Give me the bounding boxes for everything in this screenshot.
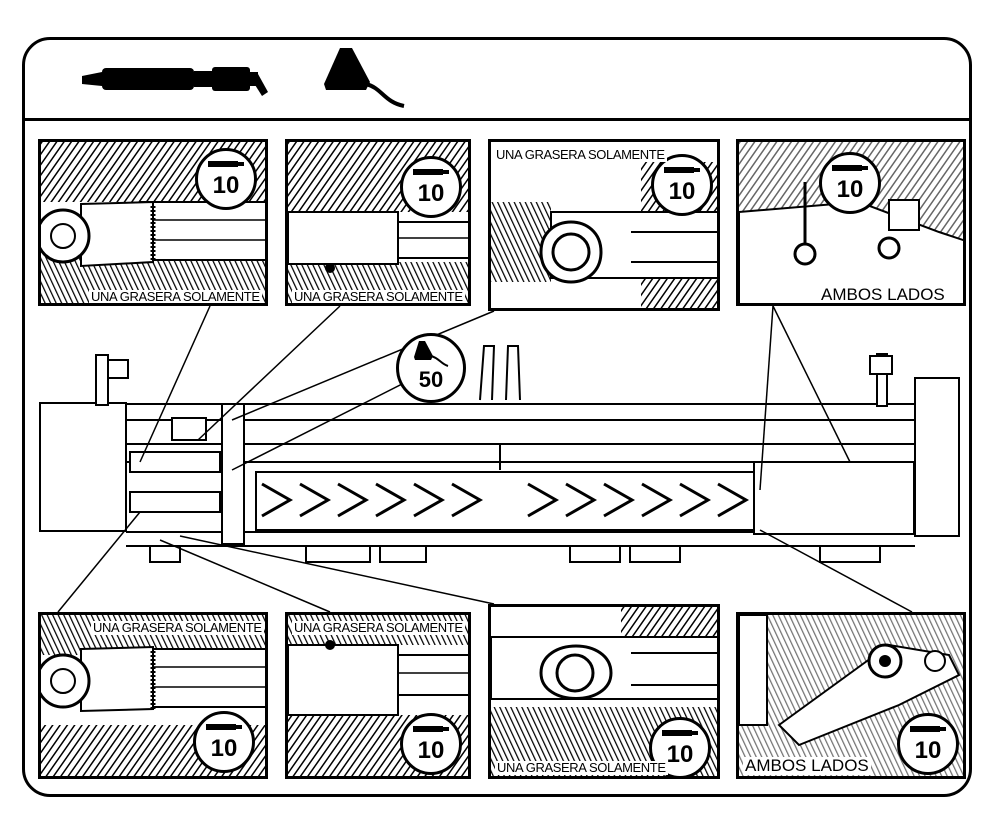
detail-panel-top-1: 10 UNA GRASERA SOLAMENTE bbox=[38, 139, 268, 306]
panel-caption: UNA GRASERA SOLAMENTE bbox=[89, 289, 262, 304]
grease-gun-icon bbox=[832, 165, 868, 171]
oil-can-icon bbox=[414, 341, 449, 367]
oil-can-icon bbox=[324, 48, 405, 108]
lubrication-chart-frame bbox=[22, 37, 972, 797]
oil-interval-hours: 50 bbox=[418, 367, 444, 392]
interval-hours: 10 bbox=[417, 180, 445, 207]
panel-caption: UNA GRASERA SOLAMENTE bbox=[292, 289, 465, 304]
interval-hours: 10 bbox=[417, 737, 445, 764]
grease-gun-icon bbox=[208, 161, 244, 167]
interval-badge: 10 bbox=[897, 713, 959, 775]
grease-gun-icon bbox=[664, 167, 700, 173]
detail-panel-top-2: 10 UNA GRASERA SOLAMENTE bbox=[285, 139, 471, 306]
grease-gun-icon bbox=[413, 169, 449, 175]
grease-gun-icon bbox=[413, 726, 449, 732]
interval-badge: 10 bbox=[400, 713, 462, 775]
interval-hours: 10 bbox=[914, 737, 942, 764]
detail-panel-top-3: 10 UNA GRASERA SOLAMENTE bbox=[488, 139, 720, 311]
detail-panel-top-4: 10 AMBOS LADOS bbox=[736, 139, 966, 306]
driveshaft-drawing bbox=[288, 142, 468, 303]
interval-hours: 10 bbox=[666, 741, 694, 768]
panel-caption: UNA GRASERA SOLAMENTE bbox=[495, 760, 668, 775]
panel-caption: UNA GRASERA SOLAMENTE bbox=[494, 147, 667, 162]
header-divider bbox=[22, 118, 972, 121]
interval-badge: 10 bbox=[400, 156, 462, 218]
grease-gun-icon bbox=[82, 67, 268, 96]
detail-panel-bottom-1: 10 UNA GRASERA SOLAMENTE bbox=[38, 612, 268, 779]
panel-caption: AMBOS LADOS bbox=[743, 756, 871, 775]
grease-gun-icon bbox=[206, 724, 242, 730]
oil-interval-badge: 50 bbox=[396, 333, 466, 403]
interval-badge: 10 bbox=[651, 154, 713, 216]
interval-badge: 10 bbox=[195, 148, 257, 210]
interval-hours: 10 bbox=[212, 172, 240, 199]
panel-caption: AMBOS LADOS bbox=[819, 285, 947, 304]
panel-caption: UNA GRASERA SOLAMENTE bbox=[292, 620, 465, 635]
panel-caption: UNA GRASERA SOLAMENTE bbox=[91, 620, 264, 635]
detail-panel-bottom-3: 10 UNA GRASERA SOLAMENTE bbox=[488, 604, 720, 779]
interval-badge: 10 bbox=[819, 152, 881, 214]
grease-gun-icon bbox=[662, 730, 698, 736]
u-joint-drawing bbox=[491, 162, 717, 308]
detail-panel-bottom-2: 10 UNA GRASERA SOLAMENTE bbox=[285, 612, 471, 779]
detail-panel-bottom-4: 10 AMBOS LADOS bbox=[736, 612, 966, 779]
interval-hours: 10 bbox=[836, 176, 864, 203]
interval-hours: 10 bbox=[668, 178, 696, 205]
interval-badge: 10 bbox=[193, 711, 255, 773]
grease-gun-icon bbox=[910, 726, 946, 732]
interval-hours: 10 bbox=[210, 735, 238, 762]
